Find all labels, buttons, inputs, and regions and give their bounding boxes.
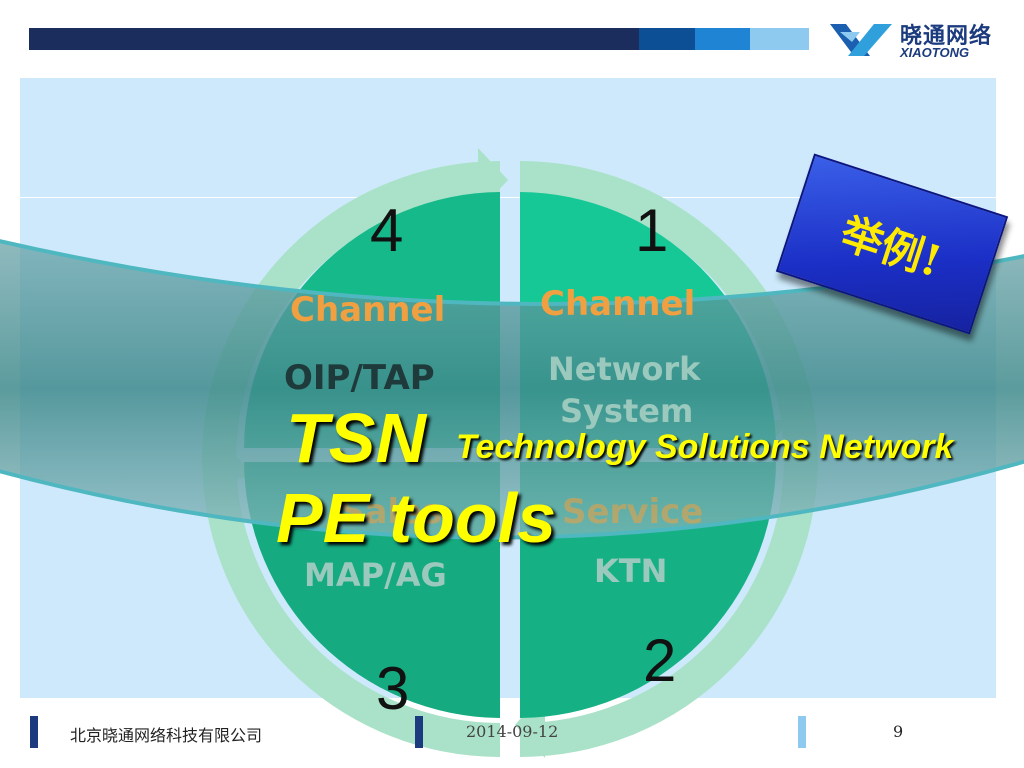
footer-marker bbox=[415, 716, 423, 748]
pe-tools-title: PE tools bbox=[276, 479, 557, 557]
quadrant-4-line: OIP/TAP bbox=[284, 358, 435, 398]
tsn-subtitle: Technology Solutions Network bbox=[456, 428, 954, 466]
header-bar-segment bbox=[750, 28, 809, 50]
quadrant-2-line: KTN bbox=[594, 552, 668, 590]
company-logo: 晓通网络 XIAOTONG bbox=[830, 18, 1002, 64]
quadrant-3-line: MAP/AG bbox=[304, 556, 447, 594]
quadrant-1-line: Network bbox=[548, 350, 701, 388]
band-bottom-edge bbox=[0, 459, 1024, 540]
header-bar-segment bbox=[29, 28, 639, 50]
quadrant-3-number: 3 bbox=[376, 655, 410, 722]
logo-english-text: XIAOTONG bbox=[900, 45, 970, 60]
quadrant-3-title: Sales bbox=[340, 492, 443, 532]
page-number: 9 bbox=[893, 722, 904, 741]
quadrant-4-number: 4 bbox=[370, 197, 404, 264]
tsn-title: TSN bbox=[286, 399, 426, 477]
quadrant-1-title: Channel bbox=[540, 284, 696, 324]
quadrant-1-number: 1 bbox=[635, 197, 669, 264]
quadrant-2-title: Service bbox=[562, 492, 704, 532]
header-bar-segment bbox=[695, 28, 750, 50]
curved-band bbox=[0, 241, 1024, 538]
footer-marker bbox=[798, 716, 806, 748]
footer-company: 北京晓通网络科技有限公司 bbox=[70, 726, 263, 745]
logo-chinese-text: 晓通网络 bbox=[900, 24, 993, 49]
quadrant-2-number: 2 bbox=[643, 627, 677, 694]
footer-date: 2014-09-12 bbox=[466, 722, 559, 741]
badge-text: 举例! bbox=[834, 207, 948, 286]
xiaotong-logo-icon bbox=[830, 24, 892, 56]
header-color-bar bbox=[29, 28, 809, 50]
header-bar-segment bbox=[639, 28, 695, 50]
quadrant-1-line: System bbox=[560, 392, 694, 430]
quadrant-4-title: Channel bbox=[290, 290, 446, 330]
panel-divider bbox=[20, 197, 996, 198]
footer-marker bbox=[30, 716, 38, 748]
